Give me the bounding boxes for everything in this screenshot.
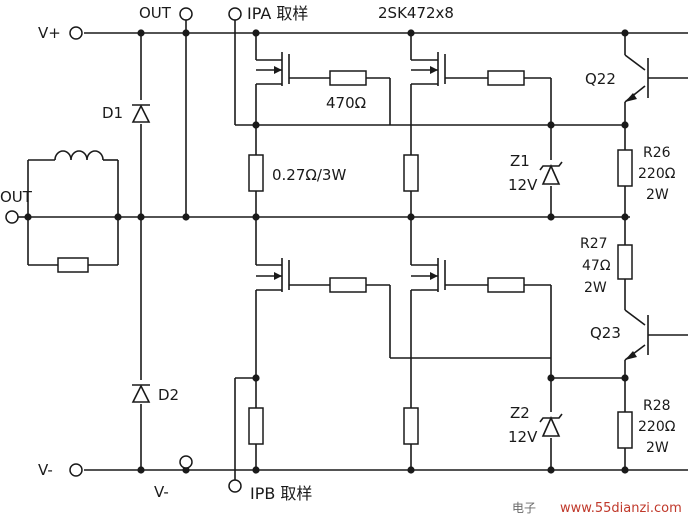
v-plus-label: V+ [38, 24, 61, 42]
d1-label: D1 [102, 104, 123, 122]
v-minus-terminal [69, 463, 83, 477]
sense-resistor-upper-1 [248, 154, 264, 192]
z2-label: Z2 [510, 404, 530, 422]
output-series-resistor [57, 257, 89, 273]
output-inductor-network [27, 150, 119, 273]
mosfet-upper-2 [403, 33, 552, 217]
mosfet-lower-2 [403, 217, 552, 470]
q23-transistor [624, 309, 688, 470]
v-minus-terminal-bottom [179, 455, 193, 469]
z1-zener [539, 125, 563, 217]
z2-voltage-label: 12V [508, 428, 538, 446]
d2-label: D2 [158, 386, 179, 404]
gate-resistor-upper-1 [329, 70, 367, 86]
out-terminal-top [179, 7, 193, 21]
r28-label: R28 [643, 398, 671, 414]
v-minus-bottom-label: V- [154, 483, 169, 501]
out-top-label: OUT [139, 4, 172, 22]
r28-resistor [617, 411, 633, 449]
out-terminal-left [5, 210, 19, 224]
mosfet-lower-1 [234, 217, 391, 480]
r27-label: R27 [580, 236, 608, 252]
z1-voltage-label: 12V [508, 176, 538, 194]
r27-resistor [617, 244, 633, 280]
d2-diode [131, 380, 151, 404]
ipa-terminal [228, 7, 242, 21]
r28-value: 220Ω [638, 419, 676, 435]
watermark-left: 电子 [512, 501, 536, 515]
z2-zener [539, 378, 563, 470]
out-left-label: OUT [0, 188, 33, 206]
r28-wattage: 2W [646, 440, 669, 456]
ipb-label: IPB 取样 [250, 484, 312, 503]
r26-resistor [617, 149, 633, 187]
sense-resistor-lower-1 [248, 407, 264, 445]
q23-label: Q23 [590, 324, 621, 342]
z1-label: Z1 [510, 152, 530, 170]
ipb-terminal [228, 479, 242, 493]
r26-wattage: 2W [646, 187, 669, 203]
q22-label: Q22 [585, 70, 616, 88]
sense-resistor-lower-2 [403, 407, 419, 445]
r-sense-label: 0.27Ω/3W [272, 166, 346, 184]
v-minus-label: V- [38, 461, 53, 479]
r26-label: R26 [643, 145, 671, 161]
mosfet-upper-1 [234, 20, 391, 217]
gate-resistor-upper-2 [487, 70, 525, 86]
sense-resistor-upper-2 [403, 154, 419, 192]
v-plus-terminal [69, 26, 83, 40]
gate-resistor-lower-1 [329, 277, 367, 293]
r26-value: 220Ω [638, 166, 676, 182]
r27-value: 47Ω [582, 258, 611, 274]
r27-wattage: 2W [584, 280, 607, 296]
watermark-site: www.55dianzi.com [560, 501, 682, 516]
ipa-label: IPA 取样 [247, 4, 308, 23]
mosfet-part-label: 2SK472x8 [378, 4, 454, 22]
junction-dots [24, 29, 629, 474]
d1-diode [131, 100, 151, 124]
gate-resistor-lower-2 [487, 277, 525, 293]
r-gate-label: 470Ω [326, 94, 366, 112]
